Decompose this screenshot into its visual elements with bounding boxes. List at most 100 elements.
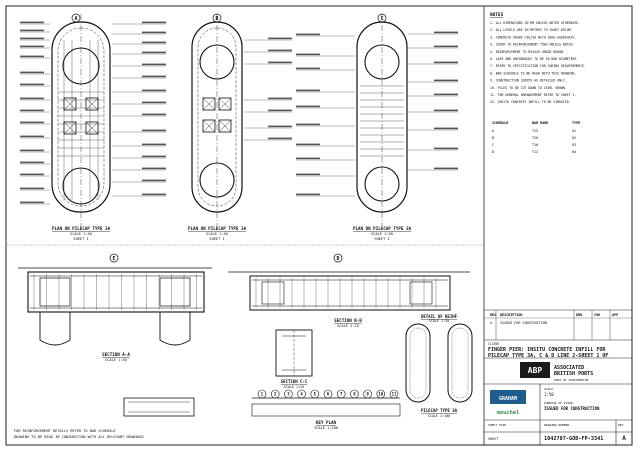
leader-label-mark <box>20 21 44 24</box>
rev-head-drn: DRN <box>576 313 582 317</box>
note-item: 5. REINFORCEMENT TO BS4449 GRADE B500B. <box>490 50 565 54</box>
pile-head-b2 <box>409 281 433 305</box>
anchor-box <box>63 121 77 135</box>
capsule-2-inner <box>451 327 469 399</box>
plan3-title: PLAN ON PILECAP TYPE 3A <box>353 226 411 231</box>
status-value: ISSUED FOR CONSTRUCTION <box>544 406 600 411</box>
grid-bubble <box>389 389 399 399</box>
grid-bubble-label: 1 <box>261 392 264 397</box>
rev-head-chk: CHK <box>594 313 601 317</box>
leader-label-mark <box>434 109 458 112</box>
grid-bubble <box>257 389 267 399</box>
anchor-box <box>218 119 232 133</box>
leader-label-mark <box>20 45 44 48</box>
section-a-sub: SCALE 1:50 <box>105 358 127 362</box>
leader-label-mark <box>20 173 44 176</box>
client-small: CLIENT <box>488 342 500 346</box>
scale-value: 1:50 <box>544 392 554 397</box>
section-a-a <box>18 267 212 346</box>
callout-d: D <box>336 256 339 262</box>
leader-label-mark <box>142 89 166 92</box>
capsule-1-inner <box>409 327 427 399</box>
anchor-box-diag <box>63 97 77 111</box>
plan-view-middle <box>191 14 243 226</box>
pilecap-section-b <box>249 275 451 311</box>
anchor-box <box>202 97 216 111</box>
leader-label-mark <box>296 67 320 70</box>
note-item: 11. FOR GENERAL ARRANGEMENT REFER TO SHE… <box>490 93 576 97</box>
callout-c: C <box>380 16 383 22</box>
rev-row-rev: A <box>490 321 492 325</box>
abp-logo-text: ABP <box>528 366 543 375</box>
sheet-border <box>5 5 633 446</box>
leader-label-mark <box>142 75 166 78</box>
pile-detail-capsules <box>405 323 473 403</box>
section-b-b <box>228 271 470 311</box>
callout-circle-a <box>71 13 81 23</box>
anchor-box <box>85 97 99 111</box>
leader-label-mark <box>268 97 292 100</box>
anchor-box-diag <box>202 119 216 133</box>
grid-bubble-label: 5 <box>314 392 317 397</box>
leader-label-mark <box>296 123 320 126</box>
table-head: SCHEDULE <box>492 121 508 125</box>
dimension-leaders <box>20 21 458 205</box>
leader-label-mark <box>142 193 166 196</box>
project-line-2: PILECAP TYPE 3A, C & D LINE 2-SHEET 1 OF <box>488 353 608 359</box>
section-c-sub: SCALE 1:25 <box>284 385 304 389</box>
pile-detail-sub: SCALE 1:20 <box>429 319 449 323</box>
leader-label-mark <box>268 61 292 64</box>
drawing-number: 1042787-GOD-FP-3341 <box>544 436 603 442</box>
leader-label-mark <box>434 167 458 170</box>
leader-label-mark <box>434 79 458 82</box>
size-label: SHEET SIZE <box>488 423 506 427</box>
leader-label-mark <box>20 121 44 124</box>
table-cell: T25 <box>532 129 538 133</box>
leader-label-mark <box>20 83 44 86</box>
leader-label-mark <box>20 161 44 164</box>
anchor-box-diag <box>63 121 77 135</box>
pile-head-a1 <box>39 277 71 307</box>
grid-bubble <box>310 389 320 399</box>
plan2-sub1: SCALE 1:50 <box>206 232 228 236</box>
anchor-box <box>202 119 216 133</box>
anchor-box-diag <box>85 121 99 135</box>
leader-label-mark <box>434 127 458 130</box>
leader-label-mark <box>142 63 166 66</box>
section-b-sub: SCALE 1:25 <box>337 324 359 328</box>
grid-bubble-label: 10 <box>378 392 383 397</box>
anchor-box-diag <box>218 119 232 133</box>
grid-bubble-label: 11 <box>392 392 397 397</box>
plan2-sub2: SHEET 1 <box>209 237 224 241</box>
pilecap-section <box>27 271 205 313</box>
leader-label-mark <box>142 129 166 132</box>
leader-label-mark <box>296 143 320 146</box>
small-section <box>123 397 195 417</box>
leader-label-mark <box>434 31 458 34</box>
small-section-outline <box>123 397 195 417</box>
leader-label-mark <box>142 21 166 24</box>
callout-circle-c <box>377 13 387 23</box>
bottom-note-1: FOR REINFORCEMENT DETAILS REFER TO BAR S… <box>14 429 116 433</box>
pile-detail-title: DETAIL OF REINF <box>421 314 458 319</box>
anchor-box-diag <box>218 97 232 111</box>
table-cell: 03 <box>572 143 576 147</box>
plan-view-left <box>51 14 111 226</box>
callout-circle-b <box>212 13 222 23</box>
capsule-1 <box>405 323 431 403</box>
callout-circle-e <box>109 253 119 263</box>
project-line-1: FINGER PIER: INSITU CONCRETE INFILL FOR <box>488 347 606 353</box>
leader-label-mark <box>296 173 320 176</box>
leader-label-mark <box>20 187 44 190</box>
graham-logo <box>490 390 526 404</box>
note-item: 6. LAPS AND ANCHORAGES TO BE 50 BAR DIAM… <box>490 57 578 61</box>
grid-bubble-label: 8 <box>353 392 356 397</box>
graham-logo-text: GRAHAM <box>499 396 517 402</box>
table-cell: C <box>492 143 494 147</box>
grid-bubble <box>336 389 346 399</box>
grid-bubble <box>350 389 359 399</box>
grid-bubble <box>284 389 293 399</box>
section-c-title: SECTION C-C <box>281 379 308 384</box>
